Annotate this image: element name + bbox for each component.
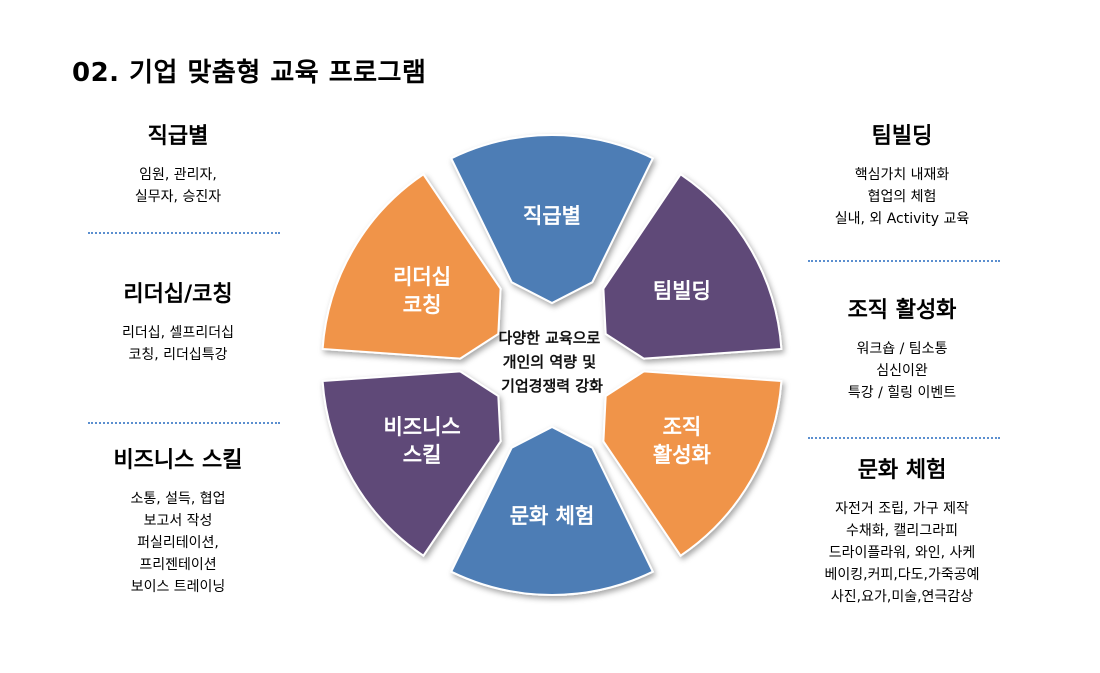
left-item-heading: 직급별: [147, 124, 209, 149]
left-item-business: 비즈니스 스킬 소통, 설득, 협업 보고서 작성 퍼실리테이션, 프리젠테이션…: [58, 442, 298, 598]
segment-label-line: 비즈니스: [383, 415, 460, 439]
right-item-culture: 문화 체험 자전거 조립, 가구 제작 수채화, 캘리그라피 드라이플라워, 와…: [782, 452, 1022, 608]
segment-label-line: 조직: [663, 415, 702, 439]
segment-label-line: 문화 체험: [510, 504, 595, 528]
left-item-line: 프리젠테이션: [139, 557, 217, 573]
divider: [88, 232, 280, 234]
segment-rank-label: 직급별: [523, 204, 581, 228]
right-item-line: 사진,요가,미술,연극감상: [830, 589, 974, 605]
right-item-heading: 조직 활성화: [847, 298, 957, 323]
center-line: 개인의 역량 및: [503, 353, 596, 371]
right-item-line: 수채화, 캘리그라피: [846, 523, 958, 539]
right-item-line: 협업의 체험: [867, 189, 937, 205]
center-line: 다양한 교육으로: [498, 329, 600, 347]
left-item-line: 퍼실리테이션,: [137, 535, 219, 551]
segment-culture-label: 문화 체험: [510, 504, 595, 528]
segment-label-line: 리더십: [393, 265, 451, 289]
segment-leadership: [321, 172, 502, 360]
left-item-line: 임원, 관리자,: [139, 167, 217, 183]
left-item-rank: 직급별 임원, 관리자, 실무자, 승진자: [58, 118, 298, 208]
right-item-line: 드라이플라워, 와인, 사케: [828, 545, 976, 561]
center-text: 다양한 교육으로 개인의 역량 및 기업경쟁력 강화: [498, 329, 605, 395]
right-item-teambuilding: 팀빌딩 핵심가치 내재화 협업의 체험 실내, 외 Activity 교육: [782, 118, 1022, 230]
segment-label-line: 활성화: [653, 443, 712, 467]
right-item-activation: 조직 활성화 워크숍 / 팀소통 심신이완 특강 / 힐링 이벤트: [782, 292, 1022, 404]
right-item-line: 워크숍 / 팀소통: [856, 341, 948, 357]
right-item-line: 베이킹,커피,다도,가죽공예: [824, 567, 980, 583]
left-item-line: 코칭, 리더십특강: [128, 347, 228, 363]
segment-label-line: 스킬: [403, 443, 442, 467]
divider: [808, 260, 1000, 262]
wheel-segments: [321, 134, 783, 596]
left-item-line: 보이스 트레이닝: [130, 579, 226, 595]
segment-culture: [449, 425, 655, 596]
right-item-line: 핵심가치 내재화: [854, 167, 950, 183]
segment-label-line: 팀빌딩: [653, 279, 711, 303]
segment-rank: [449, 134, 655, 305]
segment-label-line: 직급별: [523, 204, 581, 228]
right-item-line: 심신이완: [876, 363, 928, 379]
center-line: 기업경쟁력 강화: [501, 377, 603, 395]
segment-label-line: 코칭: [403, 293, 442, 317]
right-item-line: 자전거 조립, 가구 제작: [835, 501, 969, 517]
right-item-line: 실내, 외 Activity 교육: [834, 211, 970, 227]
right-item-heading: 문화 체험: [857, 458, 947, 483]
segment-teambuilding: [602, 172, 783, 360]
divider: [88, 422, 280, 424]
right-item-line: 특강 / 힐링 이벤트: [847, 385, 957, 401]
left-item-line: 보고서 작성: [143, 513, 213, 529]
left-item-leadership: 리더십/코칭 리더십, 셀프리더십 코칭, 리더십특강: [58, 276, 298, 366]
left-item-line: 실무자, 승진자: [134, 189, 222, 205]
segment-activation: [602, 370, 783, 558]
divider: [808, 437, 1000, 439]
segment-teambuilding-label: 팀빌딩: [653, 279, 711, 303]
left-item-heading: 리더십/코칭: [123, 282, 233, 307]
segment-business: [321, 370, 502, 558]
right-item-heading: 팀빌딩: [871, 124, 933, 149]
left-item-line: 리더십, 셀프리더십: [122, 325, 234, 341]
page-title: 02. 기업 맞춤형 교육 프로그램: [72, 58, 427, 88]
left-item-line: 소통, 설득, 협업: [130, 491, 226, 507]
left-item-heading: 비즈니스 스킬: [113, 448, 243, 473]
